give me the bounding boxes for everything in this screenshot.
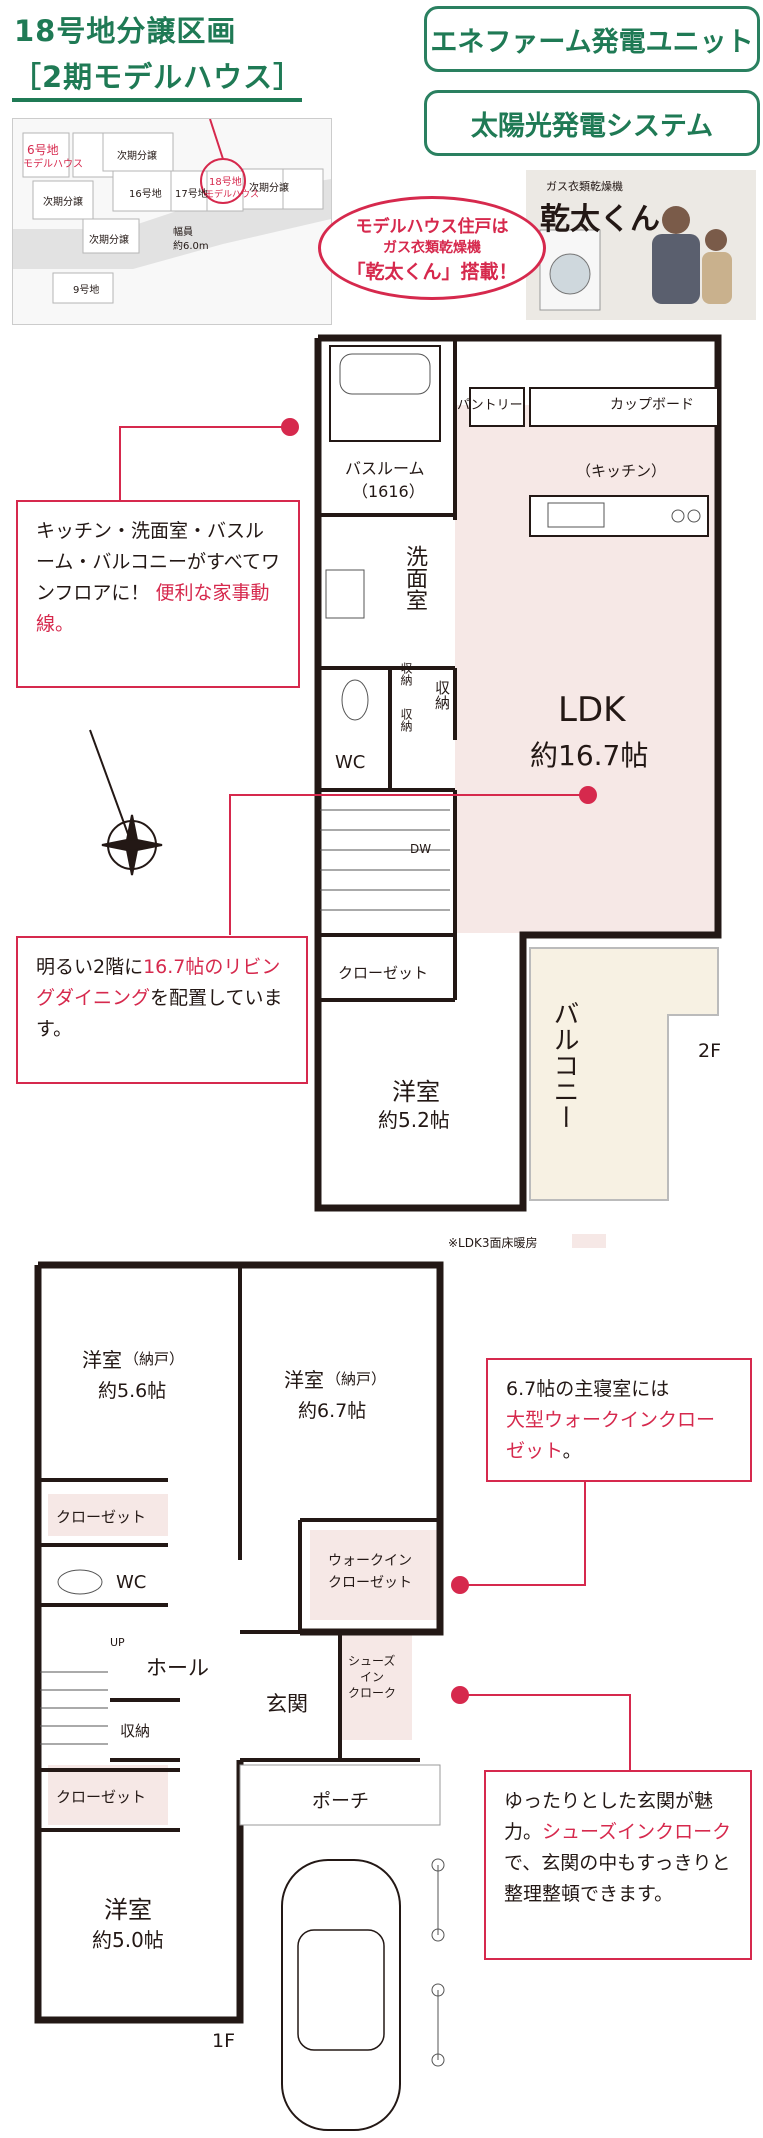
living-callout-post: を配置しています。 — [36, 987, 283, 1040]
site-map: 6号地 モデルハウス 次期分譲 次期分譲 次期分譲 16号地 17号地 18号地… — [12, 118, 332, 325]
entrance-callout: ゆったりとした玄関が魅力。シューズインクロークで、玄関の中もすっきりと整理整頓で… — [484, 1770, 752, 1960]
site-map-drawing — [13, 119, 331, 324]
closet-2f-label: クローゼット — [338, 964, 429, 982]
shoes-label1: シューズ — [348, 1654, 396, 1668]
room3-size: 約5.0帖 — [92, 1928, 164, 1952]
storage3-label: 収納 — [433, 680, 451, 710]
ldk-size: 約16.7帖 — [530, 739, 649, 772]
lot-next2: 次期分譲 — [43, 197, 83, 208]
cupboard-label: カップボード — [610, 397, 694, 413]
living-callout-highlight: 16.7帖のリビングダイニング — [36, 956, 281, 1009]
western-2f-size: 約5.2帖 — [378, 1108, 450, 1132]
lot-9: 9号地 — [73, 285, 100, 296]
entrance-callout-highlight: シューズインクローク — [542, 1821, 732, 1843]
bubble-line2: ガス衣類乾燥機 — [383, 240, 481, 256]
road-label: 幅員 — [173, 227, 193, 238]
shoes-label3: クローク — [348, 1686, 397, 1700]
entrance-callout-pre: ゆったりとした玄関が魅力。 — [504, 1790, 714, 1843]
pantry-label: パントリー — [457, 398, 523, 413]
bath-size: （1616） — [352, 482, 425, 501]
dw-label: DW — [410, 842, 432, 856]
wic-callout-dot — [451, 1576, 469, 1594]
entrance-callout-post: で、玄関の中もすっきりと整理整頓できます。 — [504, 1852, 731, 1905]
lot-next3: 次期分譲 — [89, 235, 129, 246]
solar-badge: 太陽光発電システム — [424, 90, 760, 156]
kitchen-callout: キッチン・洗面室・バスルーム・バルコニーがすべてワンフロアに！ 便利な家事動線。 — [16, 500, 300, 688]
floor-plan-1f — [34, 1261, 631, 2131]
living-callout-pre: 明るい2階に — [36, 956, 144, 978]
dryer-bubble: モデルハウス住戸は ガス衣類乾燥機 「乾太くん」搭載！ — [318, 196, 546, 300]
lot-18-model: モデルハウス — [205, 190, 260, 200]
lot-16: 16号地 — [129, 189, 162, 200]
hall-label: ホール — [146, 1656, 209, 1680]
road-width: 約6.0m — [173, 241, 209, 252]
up-label: UP — [110, 1636, 125, 1649]
bedroom-callout-highlight: 大型ウォークインクローゼット — [506, 1409, 716, 1462]
floor-plan-2f — [89, 334, 722, 1212]
photo-caption: ガス衣類乾燥機 — [546, 180, 623, 193]
shoes-label2: イン — [360, 1670, 385, 1684]
room2-label: 洋室 — [284, 1368, 324, 1392]
storage2-label: 収納 — [399, 708, 413, 732]
room1-label: 洋室 — [82, 1348, 122, 1372]
lot-next4: 次期分譲 — [249, 183, 289, 194]
washroom-label: 洗面室 — [402, 545, 427, 611]
lot-6-model: モデルハウス — [23, 159, 83, 170]
lot-next1: 次期分譲 — [117, 151, 157, 162]
lot-17: 17号地 — [175, 189, 208, 200]
bedroom-callout-post: 。 — [562, 1440, 582, 1462]
kitchen-callout-highlight: 便利な家事動線。 — [36, 582, 270, 635]
floor-2f-label: 2F — [698, 1040, 722, 1062]
porch-label: ポーチ — [312, 1790, 370, 1812]
bubble-line3: 「乾太くん」搭載！ — [346, 261, 518, 283]
enefarm-badge: エネファーム発電ユニット — [424, 6, 760, 72]
ldk-label: LDK — [558, 690, 626, 730]
kitchen-callout-dot — [281, 418, 299, 436]
title-underline — [12, 98, 302, 102]
wc-1f-label: WC — [116, 1572, 147, 1593]
page-subtitle: ［2期モデルハウス］ — [12, 60, 304, 94]
room2-sub: （納戸） — [326, 1370, 387, 1388]
kitchen-callout-text: キッチン・洗面室・バスルーム・バルコニーがすべてワンフロアに！ — [36, 520, 280, 604]
floor-heating-swatch — [572, 1234, 606, 1248]
kitchen-label: （キッチン） — [576, 462, 667, 480]
lot-18: 18号地 — [209, 177, 242, 188]
dryer-photo: ガス衣類乾燥機 乾太くん — [526, 170, 756, 320]
closet1-label: クローゼット — [56, 1508, 147, 1526]
storage1-label: 収納 — [399, 662, 413, 686]
wic-label2: クローゼット — [328, 1575, 412, 1591]
room1-sub: （納戸） — [124, 1350, 185, 1368]
closet2-label: クローゼット — [56, 1788, 147, 1806]
western-2f-label: 洋室 — [392, 1078, 440, 1106]
bubble-line1: モデルハウス住戸は — [355, 217, 509, 237]
storage-1f-label: 収納 — [120, 1722, 151, 1740]
lot-6: 6号地 — [27, 143, 59, 157]
room2-size: 約6.7帖 — [298, 1400, 367, 1422]
floor-1f-label: 1F — [212, 2030, 236, 2052]
wic-label: ウォークイン — [328, 1553, 412, 1569]
photo-brand: 乾太くん — [540, 202, 660, 237]
ldk-callout-dot — [579, 786, 597, 804]
wc-2f-label: WC — [335, 752, 366, 773]
room3-label: 洋室 — [104, 1896, 152, 1924]
entrance-label: 玄関 — [266, 1692, 308, 1716]
balcony-label: バルコニー — [549, 1000, 579, 1130]
entrance-callout-dot — [451, 1686, 469, 1704]
page-title: 18号地分譲区画 — [14, 14, 237, 48]
living-callout: 明るい2階に16.7帖のリビングダイニングを配置しています。 — [16, 936, 308, 1084]
bedroom-callout-pre: 6.7帖の主寝室には — [506, 1378, 670, 1400]
dryer-illustration — [526, 170, 756, 320]
room1-size: 約5.6帖 — [98, 1380, 167, 1402]
bath-label: バスルーム — [345, 459, 425, 478]
bedroom-callout: 6.7帖の主寝室には 大型ウォークインクローゼット。 — [486, 1358, 752, 1482]
floor-heating-note: ※LDK3面床暖房 — [448, 1236, 538, 1250]
